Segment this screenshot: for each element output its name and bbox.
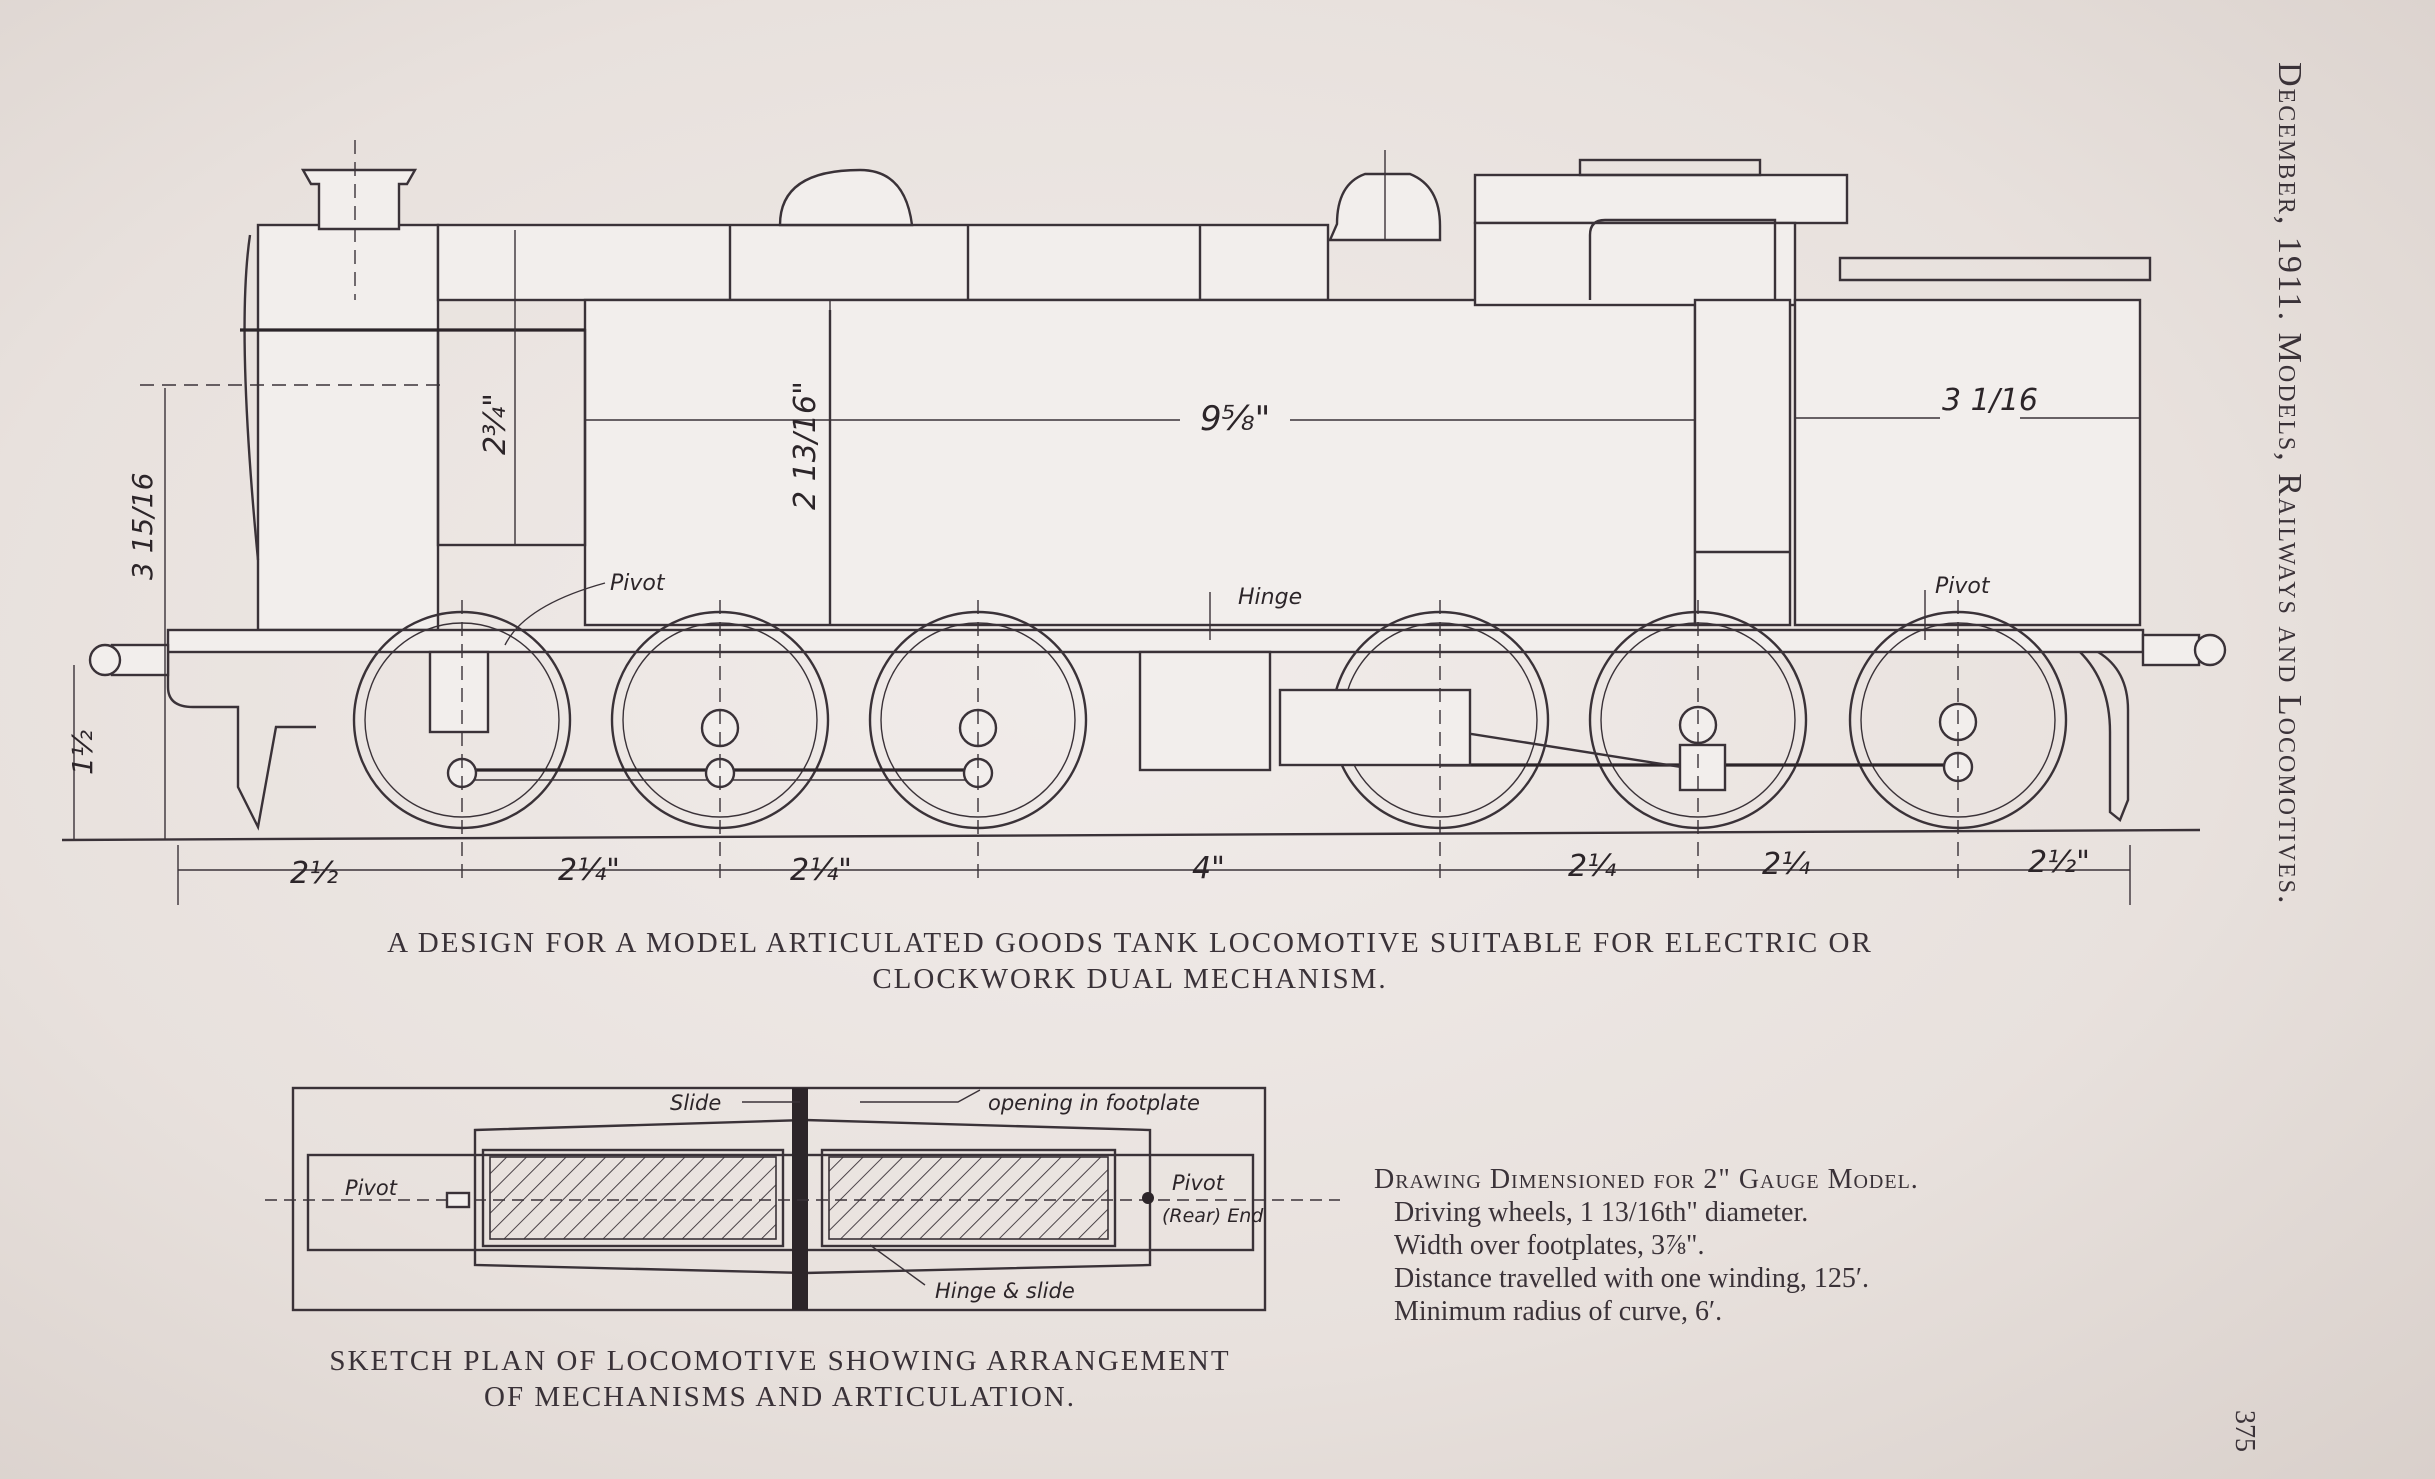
plan-pivot-left-label: Pivot	[345, 1176, 398, 1200]
spec-line: Width over footplates, 3⅞".	[1394, 1230, 1705, 1261]
dim-wheel-4: 4"	[1192, 851, 1225, 886]
pivot-label-left: Pivot	[610, 571, 666, 596]
figure2-caption-line1: SKETCH PLAN OF LOCOMOTIVE SHOWING ARRANG…	[329, 1345, 1231, 1377]
dim-wheel-7: 2½"	[2028, 845, 2090, 880]
dim-wheel-1: 2½	[290, 856, 338, 891]
pivot-label-right: Pivot	[1935, 574, 1991, 599]
page-number: 375	[2229, 1410, 2260, 1452]
spec-line: Distance travelled with one winding, 125…	[1394, 1263, 1870, 1294]
dim-wheel-2: 2¼"	[558, 853, 620, 888]
spec-line: Minimum radius of curve, 6′.	[1394, 1296, 1723, 1327]
figure1-caption: A DESIGN FOR A MODEL ARTICULATED GOODS T…	[200, 925, 2060, 997]
dim-tank-length: 9⅝"	[1200, 399, 1270, 439]
figure2-caption-line2: OF MECHANISMS AND ARTICULATION.	[484, 1381, 1076, 1413]
plan-opening-label: opening in footplate	[988, 1091, 1200, 1115]
figure2-caption: SKETCH PLAN OF LOCOMOTIVE SHOWING ARRANG…	[225, 1343, 1335, 1415]
dim-wheel-6: 2¼	[1762, 847, 1810, 882]
sketch-plan-diagram	[265, 1086, 1340, 1312]
figure1-caption-line1: A DESIGN FOR A MODEL ARTICULATED GOODS T…	[387, 927, 1873, 959]
plan-slide-label: Slide	[670, 1091, 721, 1115]
plan-hinge-slide-label: Hinge & slide	[935, 1279, 1075, 1303]
plan-rear-end-label: (Rear) End	[1162, 1205, 1264, 1227]
dim-tank-height: 2 13/16"	[788, 381, 823, 510]
running-title: December, 1911. Models, Railways and Loc…	[2271, 62, 2308, 906]
specs-heading: Drawing Dimensioned for 2" Gauge Model.	[1374, 1164, 1919, 1195]
dim-wheel-5: 2¼	[1568, 849, 1616, 884]
specs-block: Drawing Dimensioned for 2" Gauge Model. …	[1374, 1163, 1919, 1328]
hinge-label: Hinge	[1238, 585, 1302, 610]
plan-pivot-right-label: Pivot	[1172, 1171, 1225, 1195]
dim-wheel-3: 2¼"	[790, 853, 852, 888]
spec-line: Driving wheels, 1 13/16th" diameter.	[1394, 1197, 1809, 1228]
figure1-caption-line2: CLOCKWORK DUAL MECHANISM.	[872, 963, 1388, 995]
dim-buffer-height: 1½	[66, 730, 99, 775]
dim-overall-height: 3 15/16	[126, 473, 159, 580]
dim-dome-height: 2¾"	[478, 393, 513, 455]
dim-rear-length: 3 1/16	[1942, 383, 2038, 418]
